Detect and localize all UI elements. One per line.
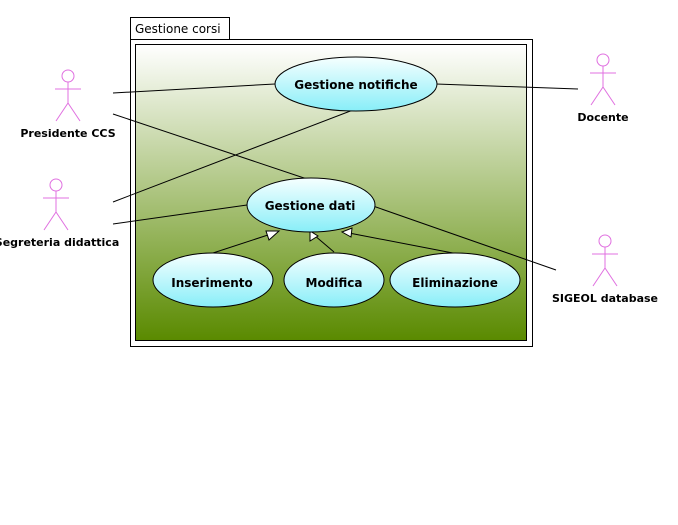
- actor-label: Presidente CCS: [20, 127, 115, 140]
- association-docente-notifiche[interactable]: [435, 83, 579, 90]
- generalization-arrow-eliminazione: [340, 227, 353, 238]
- use-case-gestione-notifiche[interactable]: Gestione notifiche: [274, 56, 438, 112]
- actor-label: Docente: [577, 111, 628, 124]
- use-case-shape: [283, 252, 385, 308]
- use-case-label: Gestione notifiche: [294, 78, 417, 92]
- association-presidente-notifiche[interactable]: [112, 83, 276, 94]
- use-case-modifica[interactable]: Modifica: [283, 252, 385, 308]
- system-title: Gestione corsi: [135, 22, 221, 36]
- generalization-arrow-inserimento: [265, 230, 281, 241]
- use-case-gestione-dati[interactable]: Gestione dati: [246, 177, 376, 233]
- use-case-shape: [389, 252, 521, 308]
- stick-figure-icon: [590, 53, 616, 106]
- generalizations: [212, 227, 459, 255]
- generalization-arrow-modifica: [309, 230, 319, 242]
- actor-label: SIGEOL database: [552, 292, 658, 305]
- actor-label: Segreteria didattica: [0, 236, 119, 249]
- generalization-inserimento-dati[interactable]: [212, 232, 275, 254]
- association-segreteria-dati[interactable]: [112, 204, 248, 225]
- use-case-label: Inserimento: [171, 276, 253, 290]
- stick-figure-icon: [592, 234, 618, 287]
- use-case-shape: [152, 252, 274, 308]
- use-case-label: Modifica: [306, 276, 363, 290]
- generalization-eliminazione-dati[interactable]: [348, 232, 459, 255]
- use-case-shape: [274, 56, 438, 112]
- association-segreteria-notifiche[interactable]: [112, 109, 354, 203]
- use-case-eliminazione[interactable]: Eliminazione: [389, 252, 521, 308]
- use-case-shape: [246, 177, 376, 233]
- actor-docente[interactable]: Docente: [577, 53, 629, 124]
- association-presidente-dati[interactable]: [112, 113, 311, 181]
- actor-segreteria-didattica[interactable]: Segreteria didattica: [0, 178, 119, 249]
- use-case-label: Gestione dati: [265, 199, 356, 213]
- actor-presidente-ccs[interactable]: Presidente CCS: [20, 69, 116, 140]
- stick-figure-icon: [43, 178, 69, 231]
- stick-figure-icon: [55, 69, 81, 122]
- associations: [112, 83, 579, 271]
- use-case-inserimento[interactable]: Inserimento: [152, 252, 274, 308]
- actor-sigeol-database[interactable]: SIGEOL database: [552, 234, 658, 305]
- association-sigeol-dati[interactable]: [372, 205, 557, 271]
- generalization-modifica-dati[interactable]: [313, 234, 335, 253]
- use-case-label: Eliminazione: [412, 276, 498, 290]
